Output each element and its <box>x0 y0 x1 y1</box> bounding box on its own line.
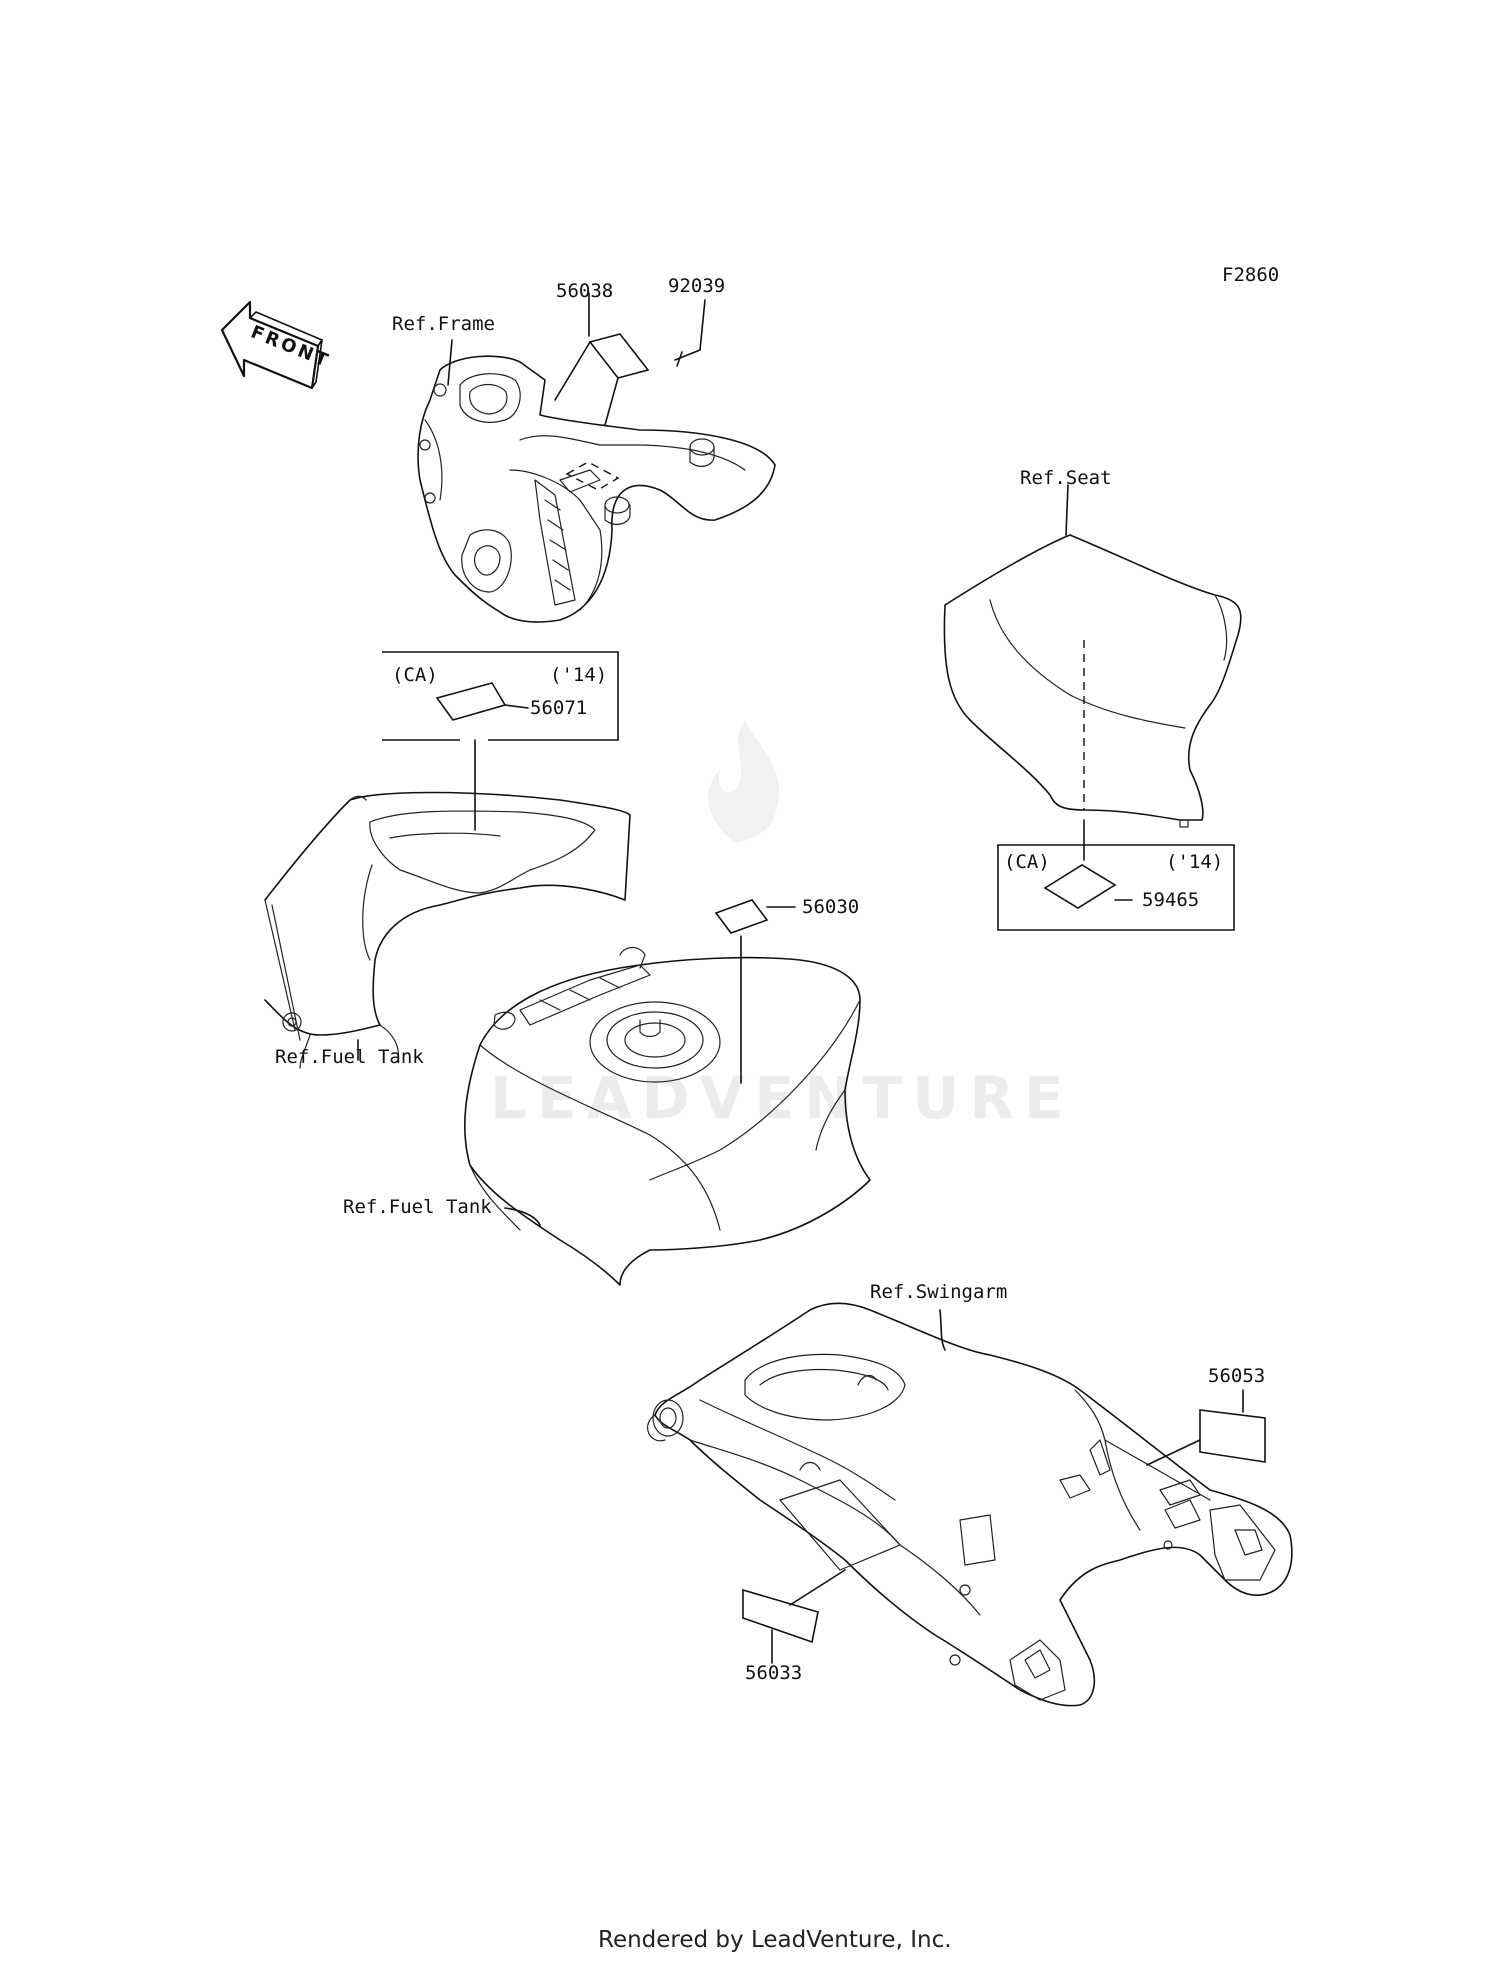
part-56033-label[interactable]: 56033 <box>745 1662 802 1684</box>
ref-fuel-tank-lower-label: Ref.Fuel Tank <box>343 1196 492 1218</box>
front-arrow-icon: FRONT <box>220 300 333 390</box>
ref-fuel-tank-upper-label: Ref.Fuel Tank <box>275 1046 424 1068</box>
fuel-tank-reference-drawing <box>464 946 871 1286</box>
part-56038-decal <box>554 292 650 491</box>
part-59465-label[interactable]: 59465 <box>1142 889 1199 911</box>
seat-reference-drawing <box>943 484 1242 828</box>
part-56030-decal <box>714 899 796 1084</box>
swingarm-reference-drawing <box>647 1302 1293 1707</box>
ref-seat-label: Ref.Seat <box>1020 467 1112 489</box>
part-56038-label[interactable]: 56038 <box>556 280 613 302</box>
figure-code: F2860 <box>1222 264 1279 286</box>
frame-reference-drawing <box>417 355 776 623</box>
seat-ca-region: (CA) <box>1004 851 1050 873</box>
part-56071-label[interactable]: 56071 <box>530 697 587 719</box>
footer-credit: Rendered by LeadVenture, Inc. <box>598 1927 952 1953</box>
ref-frame-leader <box>447 339 453 386</box>
ref-swingarm-leader <box>939 1309 946 1351</box>
part-56053-label[interactable]: 56053 <box>1208 1365 1265 1387</box>
part-92039-label[interactable]: 92039 <box>668 275 725 297</box>
part-56030-label[interactable]: 56030 <box>802 896 859 918</box>
ref-swingarm-label: Ref.Swingarm <box>870 1281 1007 1303</box>
tank-ca-region: (CA) <box>392 664 438 686</box>
seat-ca-callout-box <box>997 819 1235 931</box>
part-56053-decal <box>1146 1389 1266 1466</box>
tank-ca-callout-box <box>382 651 619 831</box>
part-92039-pin <box>674 299 706 367</box>
part-56033-decal <box>742 1569 846 1664</box>
ref-frame-label: Ref.Frame <box>392 313 495 335</box>
seat-ca-year: ('14) <box>1166 851 1223 873</box>
tank-ca-year: ('14) <box>550 664 607 686</box>
watermark-text: LEADVENTURE <box>490 1064 1074 1132</box>
fuel-tank-cover-reference-drawing <box>264 791 631 1069</box>
leadventure-watermark: LEADVENTURE <box>490 720 1074 1132</box>
ref-fuel-tank-lower-leader <box>504 1207 541 1226</box>
